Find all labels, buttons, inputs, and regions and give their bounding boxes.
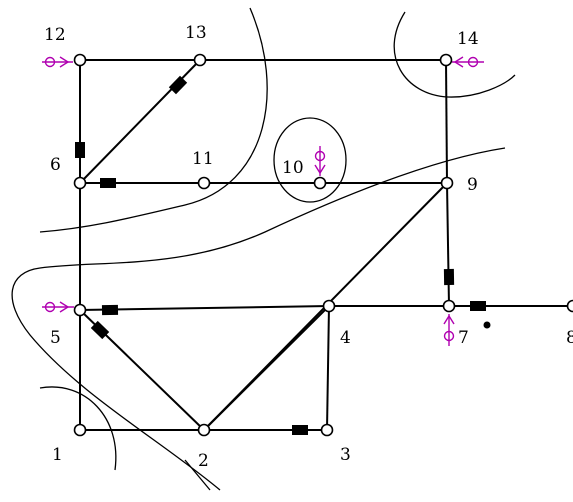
switch-5-2: [90, 320, 110, 340]
switch-9-7: [443, 268, 455, 286]
node-label-7: 7: [458, 328, 469, 348]
source-marker-7: [443, 314, 455, 346]
node-6: [73, 176, 87, 190]
node-label-5: 5: [50, 328, 61, 348]
source-markers: [42, 56, 484, 346]
node-8: [566, 299, 573, 313]
node-2: [197, 423, 211, 437]
edge-4-3: [326, 305, 330, 431]
node-14: [439, 53, 453, 67]
node-label-9: 9: [467, 175, 478, 195]
node-9: [440, 176, 454, 190]
node-11: [197, 176, 211, 190]
node-label-13: 13: [185, 23, 207, 43]
switch-2-3: [292, 425, 308, 435]
node-label-6: 6: [50, 155, 61, 175]
node-1: [73, 423, 87, 437]
boundary-curve-bottom-left: [39, 386, 117, 471]
source-marker-14: [452, 56, 484, 68]
edge-14-9: [445, 59, 448, 184]
switch-6-13: [168, 75, 188, 95]
switch-5-4: [101, 304, 119, 316]
switch-6-11: [100, 178, 116, 188]
node-label-1: 1: [52, 445, 63, 465]
node-13: [193, 53, 207, 67]
switch-6-12: [75, 142, 85, 158]
node-label-12: 12: [44, 25, 66, 45]
boundary-curve-middle: [11, 147, 506, 491]
edges: [75, 59, 573, 435]
node-4: [322, 299, 336, 313]
source-marker-12: [42, 56, 73, 68]
node-label-2: 2: [198, 451, 209, 471]
source-marker-5: [42, 301, 74, 313]
switch-7-8: [470, 301, 486, 311]
edge-5-4: [79, 305, 330, 311]
boundary-curve-top-right: [393, 11, 516, 98]
node-5: [73, 303, 87, 317]
node-10-enclosure: [273, 117, 347, 203]
boundary-line-bottom: [184, 459, 211, 491]
source-marker-10: [314, 146, 326, 176]
node-label-3: 3: [340, 445, 351, 465]
node-label-10: 10: [282, 158, 304, 178]
node-7: [442, 299, 456, 313]
nodes: [73, 53, 573, 437]
node-label-4: 4: [340, 328, 351, 348]
boundary-curve-top-left: [39, 7, 268, 233]
node-3: [320, 423, 334, 437]
node-label-8: 8: [566, 328, 573, 348]
edge-9-7: [446, 182, 450, 307]
boundary-curves: [11, 7, 516, 491]
dot-marker: [483, 321, 491, 329]
node-label-14: 14: [457, 29, 479, 49]
node-10: [313, 176, 327, 190]
node-12: [73, 53, 87, 67]
node-label-11: 11: [192, 149, 214, 169]
